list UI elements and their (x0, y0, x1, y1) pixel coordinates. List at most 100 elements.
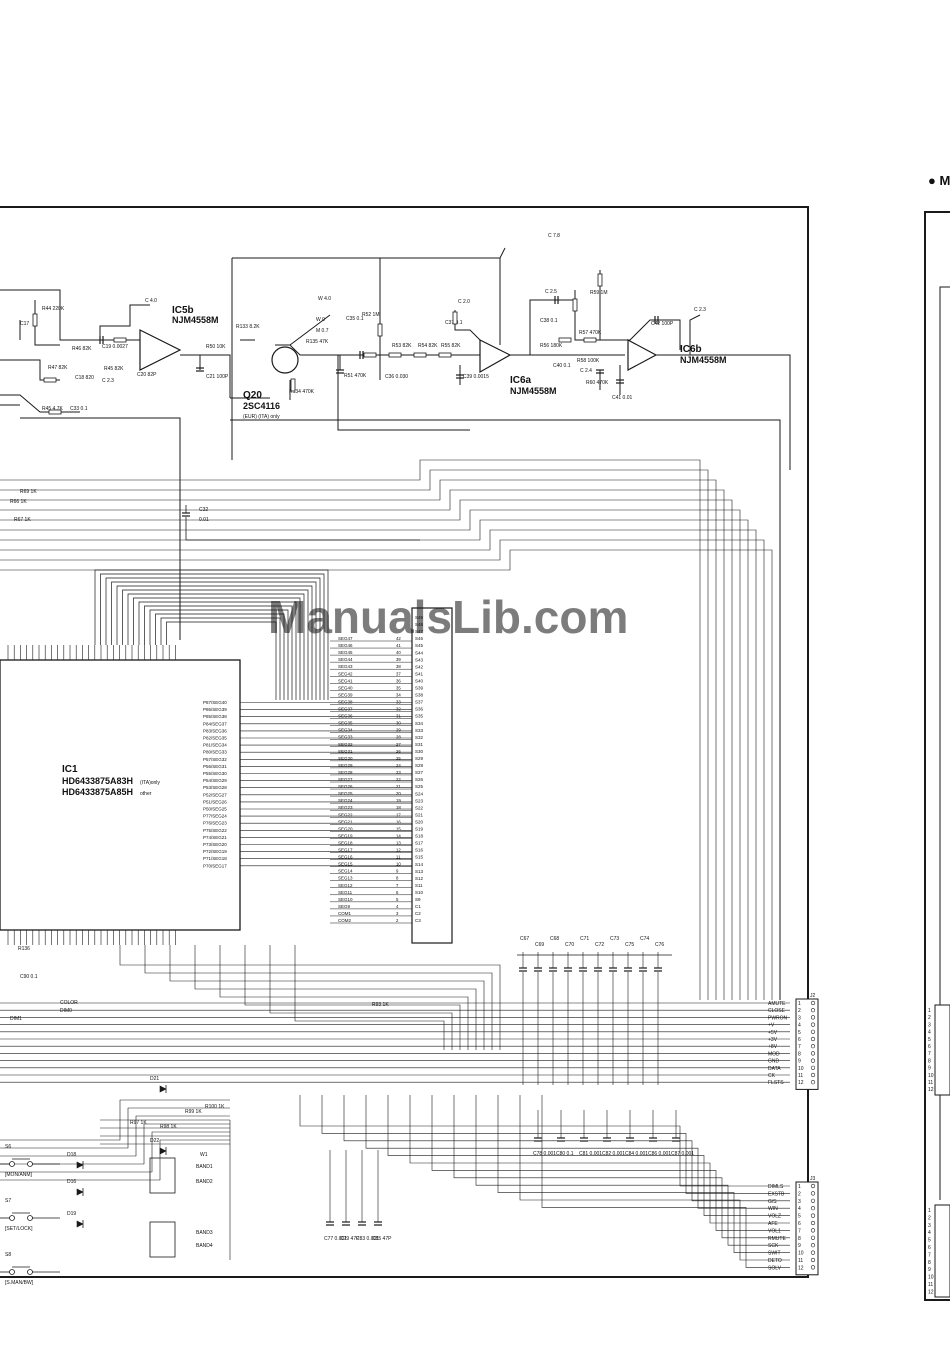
lcd-pin-number: 29 (396, 728, 401, 733)
ic1-top-pins (7, 645, 176, 660)
ic1-port-label: P81/SEG34 (203, 743, 227, 748)
connector-pin: 4 (798, 1023, 801, 1029)
capacitor-label: C67 (520, 936, 529, 942)
connector-pin: 3 (798, 1015, 801, 1021)
lcd-pin-label: S28 (415, 763, 424, 768)
component-label: C21 100P (206, 374, 229, 380)
connector-pin: 6 (798, 1221, 801, 1227)
component-label: R134 470K (289, 389, 315, 395)
lcd-pin-label: S32 (415, 735, 424, 740)
lcd-pin-number: 6 (396, 890, 399, 895)
lcd-pin-label: S23 (415, 798, 424, 803)
lcd-pin-label: S24 (415, 791, 424, 796)
right-connector-pin: 9 (928, 1267, 931, 1273)
diode-label: D16 (67, 1179, 76, 1185)
misc-label: R67 1K (14, 517, 31, 523)
lcd-pin-label: S47 (415, 629, 424, 634)
lcd-segment-label: SEG36 (338, 714, 353, 719)
ic1-port-label: P55/SEG30 (203, 771, 227, 776)
ic1-port-label: P54/SEG29 (203, 778, 227, 783)
lcd-segment-label: SEG28 (338, 770, 353, 775)
ic1-port-label: P53/SEG28 (203, 785, 227, 790)
lcd-segment-label: SEG41 (338, 678, 353, 683)
ic1-port-label: P52/SEG27 (203, 792, 227, 797)
lcd-pin-label: S45 (415, 643, 424, 648)
lcd-segment-label: SEG14 (338, 869, 353, 874)
capacitor-label: C71 (580, 936, 589, 942)
right-connector-pin: 7 (928, 1051, 931, 1057)
lcd-segment-label: COM2 (338, 918, 351, 923)
connector-pin: 7 (798, 1044, 801, 1050)
lcd-pin-number: 12 (396, 848, 401, 853)
lcd-pin-label: S16 (415, 848, 424, 853)
lcd-pin-number: 36 (396, 678, 401, 683)
component-label: C17 (20, 321, 29, 327)
ic1-port-label: P70/SEG17 (203, 863, 227, 868)
component-label: C19 0.0027 (102, 344, 128, 350)
lcd-segment-label: SEG31 (338, 749, 353, 754)
right-connector-pin: 10 (928, 1073, 934, 1079)
right-connector-pin: 8 (928, 1058, 931, 1064)
ic1-port-label: P51/SEG26 (203, 799, 227, 804)
connector-signal: PWRON (768, 1015, 788, 1021)
ic1-port-label: P85/SEG38 (203, 714, 227, 719)
lcd-segment-label: SEG32 (338, 742, 353, 747)
right-connector-pin: 11 (928, 1282, 933, 1288)
connector-signal: +V (768, 1023, 775, 1029)
capacitor-label: C81 0.001 (579, 1151, 602, 1157)
lcd-pin-label: S21 (415, 812, 424, 817)
lcd-pin-number: 18 (396, 805, 401, 810)
connector-signal: DATA (768, 1066, 781, 1072)
connector-signal: +3V (768, 1037, 778, 1043)
connector-pin: 2 (798, 1191, 801, 1197)
opamp-symbols (139, 329, 658, 374)
component-label: R58 100K (577, 358, 600, 364)
lcd-segment-label: SEG13 (338, 876, 353, 881)
ic1-note-b: other (140, 791, 152, 797)
right-connector-pin: 7 (928, 1252, 931, 1258)
connector-signal: VOLZ (768, 1214, 781, 1220)
lcd-pin-label: C2 (415, 911, 421, 916)
capacitor-label: C70 (565, 942, 574, 948)
lcd-pin-label: S31 (415, 742, 424, 747)
ic1-port-label: P56/SEG31 (203, 764, 227, 769)
component-label: R45 82K (104, 366, 124, 372)
ic1-port-label: P71/SEG18 (203, 856, 227, 861)
component-label: C36 0.030 (385, 374, 408, 380)
component-label: C39 0.0015 (463, 374, 489, 380)
lcd-pin-label: S22 (415, 805, 424, 810)
lcd-pin-number: 15 (396, 826, 401, 831)
lcd-pin-number: 16 (396, 819, 401, 824)
connector-signal: RMUTE (768, 1236, 786, 1242)
component-label: W 4.0 (318, 296, 331, 302)
lcd-module (411, 607, 453, 944)
lcd-pin-number: 7 (396, 883, 399, 888)
ic5b-part: NJM4558M (172, 315, 219, 325)
connector-signal: +8V (768, 1044, 778, 1050)
misc-label: R136 (18, 946, 30, 952)
connector-pin: 5 (798, 1214, 801, 1220)
lcd-segment-label: SEG43 (338, 664, 353, 669)
misc-label: R66 1K (10, 499, 27, 505)
connector-signal: DIMLS (768, 1184, 784, 1190)
lcd-pin-label: S17 (415, 841, 424, 846)
right-connector-pin: 8 (928, 1260, 931, 1266)
connector-ref: J3 (810, 1176, 816, 1182)
lcd-segment-label: SEG46 (338, 643, 353, 648)
lcd-pin-number: 22 (396, 777, 401, 782)
connector-pin: 1 (798, 1001, 801, 1007)
component-label: C 4.0 (145, 298, 157, 304)
capacitor-label: C72 (595, 942, 604, 948)
lcd-pin-label: S12 (415, 876, 424, 881)
ic6b-ref: IC6b (680, 344, 702, 355)
component-label: C41 0.01 (612, 395, 633, 401)
ic1-bottom-pins (7, 930, 176, 945)
component-label: C 2.4 (580, 368, 592, 374)
lcd-pin-label: S27 (415, 770, 424, 775)
lcd-segment-label: SEG17 (338, 848, 353, 853)
lcd-pin-label: S19 (415, 827, 424, 832)
connector-signal: +5V (768, 1030, 778, 1036)
lcd-pin-label: S34 (415, 721, 424, 726)
